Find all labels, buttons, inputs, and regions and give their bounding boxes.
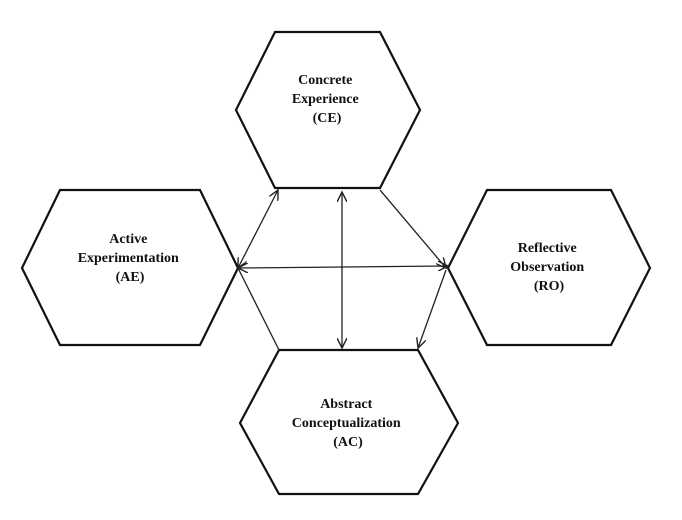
reflective-observation-label: Reflective Observation (RO) (510, 241, 587, 294)
concrete-experience-hexagon (234, 30, 422, 190)
active-experimentation-hexagon (20, 188, 240, 347)
abstract-conceptualization-label: Abstract Conceptualization (AC) (292, 397, 404, 450)
arrow-ce-to-ro (379, 189, 446, 268)
concrete-experience-label: Concrete Experience (CE) (292, 73, 362, 126)
arrow-ae-ro-horizontal (238, 266, 448, 268)
active-experimentation-label: Active Experimentation (AE) (78, 232, 183, 285)
arrow-ae-to-ce (238, 190, 278, 268)
abstract-conceptualization-hexagon (238, 348, 460, 496)
arrow-ac-to-ae (237, 267, 280, 351)
arrow-ro-to-ac (418, 269, 447, 348)
